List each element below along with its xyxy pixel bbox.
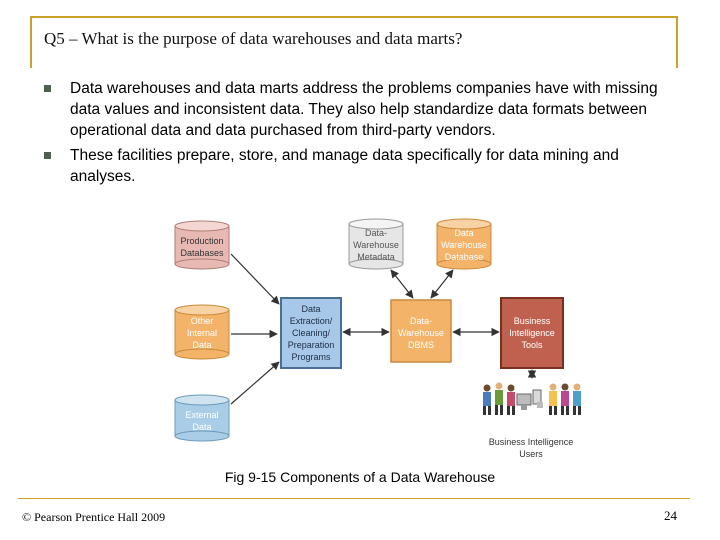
user-figure-icon [507,384,515,415]
bullet-list: Data warehouses and data marts address t… [40,78,680,187]
bullet-item: These facilities prepare, store, and man… [40,145,680,187]
user-figure-icon [549,383,557,415]
extraction-label-1: Data [301,304,320,314]
warehouse-database-cylinder: Data Warehouse Database [436,218,492,270]
title-frame-right [676,16,678,68]
dw-database-label-3: Database [445,252,484,262]
warehouse-metadata-cylinder: Data- Warehouse Metadata [348,218,404,270]
footer-divider [18,498,690,499]
bullet-square-icon [44,85,51,92]
bullet-text: Data warehouses and data marts address t… [70,80,658,139]
data-warehouse-diagram: Production Databases Other Internal Data… [174,218,581,459]
warehouse-dbms-box: Data- Warehouse DBMS [390,299,452,363]
dw-database-label-1: Data [454,228,473,238]
computer-icon [516,389,543,410]
user-figure-icon [573,383,581,415]
dbms-label-3: DBMS [408,340,434,350]
external-data-cylinder: External Data [174,394,230,442]
user-figure-icon [483,384,491,415]
extraction-label-5: Programs [291,352,331,362]
bi-tools-box: Business Intelligence Tools [500,297,564,369]
bullet-text: These facilities prepare, store, and man… [70,147,619,185]
user-figure-icon [495,382,503,415]
user-figure-icon [561,383,569,415]
other-internal-label-1: Other [191,316,214,326]
production-label-1: Production [180,236,223,246]
extraction-label-2: Extraction/ [290,316,333,326]
title-frame-left [30,16,32,68]
extraction-label-3: Cleaning/ [292,328,331,338]
external-label-1: External [185,410,218,420]
copyright-notice: © Pearson Prentice Hall 2009 [22,510,166,524]
metadata-label-1: Data- [365,228,387,238]
bullet-item: Data warehouses and data marts address t… [40,78,680,141]
page-number: 24 [664,508,677,523]
arrow-database-dbms [430,269,454,299]
bi-users-group-icon [483,382,581,415]
other-internal-label-3: Data [192,340,211,350]
title-frame-top [30,16,678,18]
external-label-2: Data [192,422,211,432]
arrow-metadata-dbms [390,269,414,299]
dbms-label-2: Warehouse [398,328,444,338]
arrow-external-to-extraction [230,361,280,405]
bi-tools-label-3: Tools [521,340,543,350]
dbms-label-1: Data- [410,316,432,326]
data-extraction-box: Data Extraction/ Cleaning/ Preparation P… [280,297,342,369]
arrow-production-to-extraction [230,253,280,305]
flow-arrows [230,253,537,405]
other-internal-label-2: Internal [187,328,217,338]
bi-users-label-1: Business Intelligence [489,437,574,447]
metadata-label-2: Warehouse [353,240,399,250]
other-internal-data-cylinder: Other Internal Data [174,304,230,360]
bullet-square-icon [44,152,51,159]
bi-users-label-2: Users [519,449,543,459]
bi-tools-label-1: Business [514,316,551,326]
extraction-label-4: Preparation [288,340,335,350]
production-databases-cylinder: Production Databases [174,220,230,270]
metadata-label-3: Metadata [357,252,395,262]
slide-title: Q5 – What is the purpose of data warehou… [44,29,463,48]
dw-database-label-2: Warehouse [441,240,487,250]
production-label-2: Databases [180,248,224,258]
figure-caption: Fig 9-15 Components of a Data Warehouse [224,469,496,485]
bi-tools-label-2: Intelligence [509,328,555,338]
